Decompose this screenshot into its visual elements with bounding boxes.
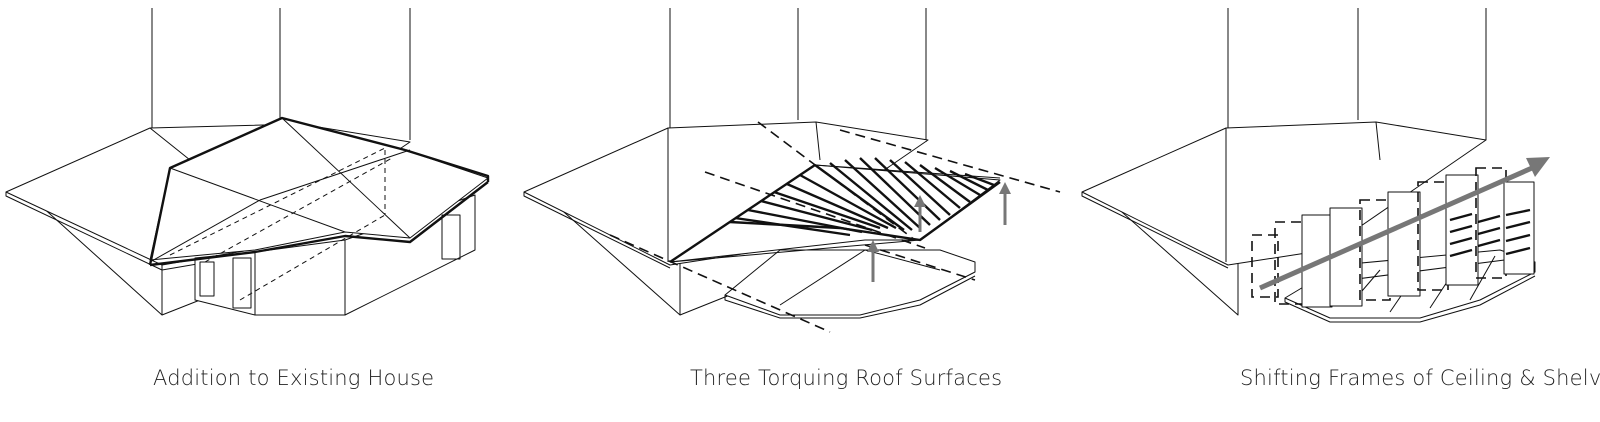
caption-roof-surfaces: Three Torquing Roof Surfaces bbox=[690, 366, 1003, 390]
roof-surfaces-diagram bbox=[523, 8, 1061, 333]
panel-roof-surfaces: Three Torquing Roof Surfaces bbox=[520, 0, 1080, 422]
panel-addition: Addition to Existing House bbox=[0, 0, 520, 422]
caption-addition: Addition to Existing House bbox=[153, 366, 435, 390]
frames-diagram bbox=[1081, 8, 1550, 323]
panel-frames: Shifting Frames of Ceiling & Shelving bbox=[1080, 0, 1600, 422]
caption-frames: Shifting Frames of Ceiling & Shelving bbox=[1240, 366, 1600, 390]
addition-diagram bbox=[5, 8, 490, 316]
